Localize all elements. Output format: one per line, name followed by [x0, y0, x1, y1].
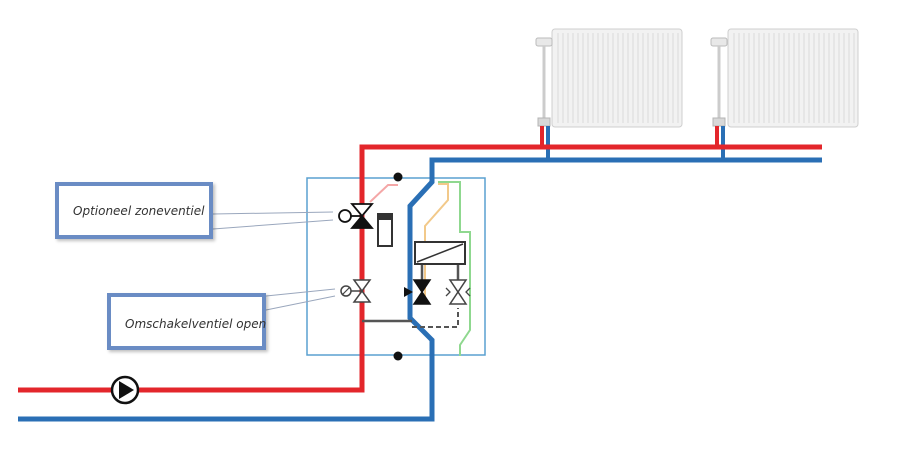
- callout-leader-zone: [212, 211, 334, 230]
- zone-valve-icon: [338, 203, 374, 229]
- callout-switch-valve: Omschakelventiel open: [107, 293, 266, 350]
- callout-zone-valve: Optioneel zoneventiel: [55, 182, 213, 239]
- mixing-valve-icon: [404, 279, 432, 305]
- sensor-icon: [377, 213, 393, 247]
- bypass-dashed-line: [412, 308, 459, 328]
- pump-icon: [110, 375, 140, 405]
- switch-valve-icon: [340, 279, 372, 303]
- control-wire-green: [438, 181, 471, 356]
- junction-dot: [393, 351, 403, 361]
- bypass-valve-icon: [445, 279, 471, 305]
- control-wire-pink: [369, 184, 398, 203]
- callout-leader-switch: [265, 288, 336, 311]
- actuator-icon: [414, 241, 466, 265]
- radiator-icon: [535, 28, 683, 128]
- return-pipe: [18, 157, 822, 422]
- callout-switch-valve-text: Omschakelventiel open: [125, 317, 267, 331]
- radiator-icon: [710, 28, 859, 128]
- callout-zone-valve-text: Optioneel zoneventiel: [73, 204, 205, 218]
- supply-pipe: [18, 144, 822, 393]
- junction-dot: [393, 172, 403, 182]
